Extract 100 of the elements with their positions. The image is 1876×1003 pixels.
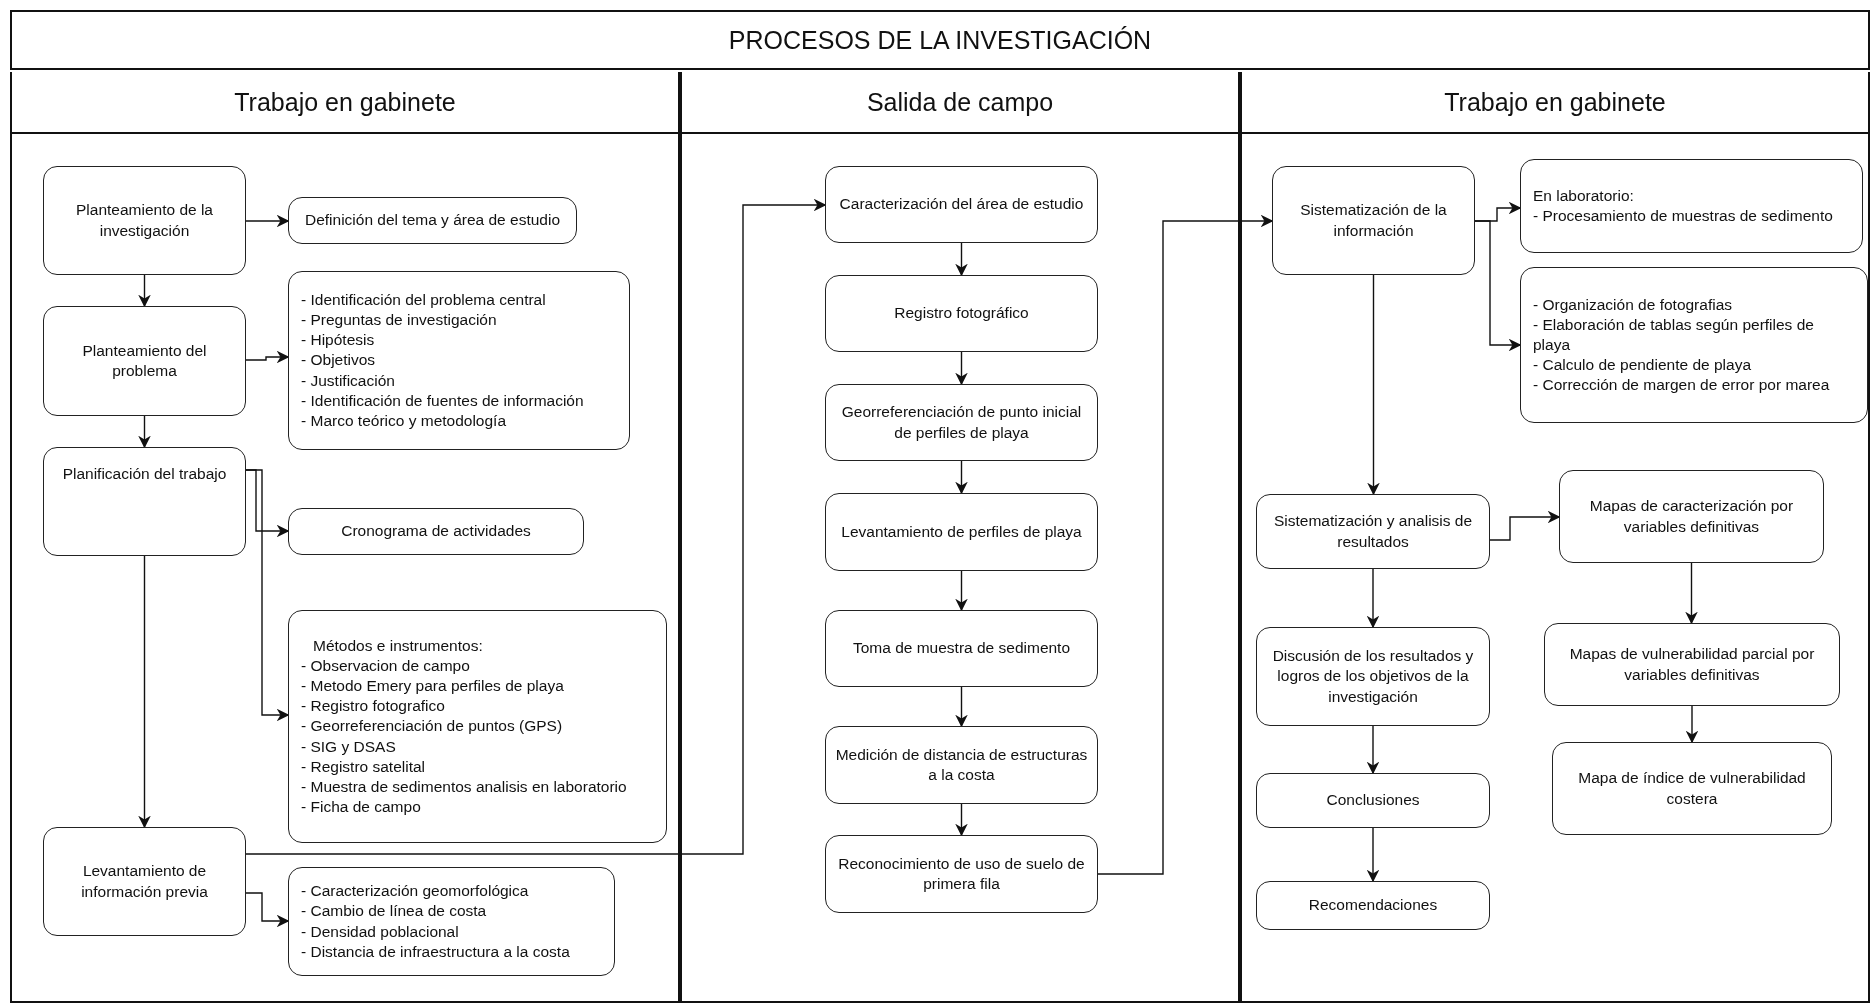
arrow <box>1489 510 1561 541</box>
list-item: - Elaboración de tablas según perfiles de playa <box>1533 314 1815 355</box>
list-item: - Caracterización geomorfológica <box>301 881 529 902</box>
diagram-title: PROCESOS DE LA INVESTIGACIÓN <box>10 10 1870 70</box>
swimlane <box>1240 72 1870 1003</box>
arrow <box>245 892 290 928</box>
process-box <box>1552 742 1832 835</box>
lane-header: Salida de campo <box>682 72 1238 134</box>
step-label: Reconocimiento de uso de suelo de primera fila <box>837 853 1086 894</box>
arrow <box>138 274 151 308</box>
step-label: Mapas de caracterización por variables definitivas <box>1588 496 1795 537</box>
step-label: Conclusiones <box>1326 790 1420 811</box>
step-label: Sistematización de la información <box>1299 200 1448 241</box>
arrow <box>955 460 968 495</box>
arrow <box>1366 725 1380 775</box>
list-item: Métodos e instrumentos: <box>312 635 483 656</box>
list-item: - Organización de fotografias <box>1533 294 1733 315</box>
process-box <box>1544 623 1840 706</box>
arrow <box>245 350 290 364</box>
step-label: Toma de muestra de sedimento <box>852 638 1071 659</box>
swimlane <box>10 72 680 1003</box>
list-item: - Hipótesis <box>301 330 375 351</box>
list-item: - Densidad poblacional <box>301 921 459 942</box>
arrow <box>245 198 827 855</box>
process-box <box>43 306 246 416</box>
list-box <box>1520 267 1868 423</box>
process-box <box>825 384 1098 461</box>
list-box <box>288 867 615 976</box>
arrow <box>1366 827 1380 883</box>
step-label: Planteamiento del problema <box>81 340 208 381</box>
list-item: - Georreferenciación de puntos (GPS) <box>301 716 563 737</box>
step-label: Georreferenciación de punto inicial de perfiles de playa <box>840 402 1083 443</box>
arrow <box>1474 220 1522 352</box>
arrow <box>138 555 151 829</box>
step-label: Cronograma de actividades <box>341 521 531 542</box>
list-item: - Observacion de campo <box>301 656 470 676</box>
lane-header: Trabajo en gabinete <box>12 72 678 134</box>
process-box <box>43 447 246 556</box>
process-box <box>43 166 246 275</box>
list-box <box>288 271 630 450</box>
process-box <box>825 275 1098 352</box>
list-item: - Marco teórico y metodología <box>301 410 507 431</box>
list-item: - Identificación del problema central <box>301 290 546 310</box>
list-item: - Muestra de sedimentos analisis en laboratorio <box>301 776 627 797</box>
step-label: Caracterización del área de estudio <box>839 194 1084 215</box>
list-item: En laboratorio: <box>1533 185 1634 206</box>
step-label: Medición de distancia de estructuras a la costa <box>834 744 1089 785</box>
step-label: Definición del tema y área de estudio <box>304 210 560 231</box>
process-box <box>288 197 577 244</box>
lane-header: Trabajo en gabinete <box>1242 72 1868 134</box>
list-item: - Corrección de margen de error por marea <box>1533 375 1830 396</box>
arrow <box>1685 562 1698 625</box>
list-item: - Justificación <box>301 370 395 391</box>
list-item: - Objetivos <box>301 350 376 371</box>
arrow <box>245 469 290 722</box>
arrow <box>955 351 968 386</box>
list-item: - Metodo Emery para perfiles de playa <box>301 676 564 697</box>
process-box <box>1272 166 1475 275</box>
list-item: - Registro satelital <box>301 756 426 777</box>
list-item: - Cambio de línea de costa <box>301 901 487 922</box>
process-box <box>825 493 1098 571</box>
process-box <box>1256 881 1490 930</box>
list-item: - Registro fotografico <box>301 696 445 717</box>
step-label: Planteamiento de la investigación <box>75 200 214 241</box>
process-box <box>825 835 1098 913</box>
arrow <box>1367 274 1380 496</box>
list-item: - Calculo de pendiente de playa <box>1533 355 1751 376</box>
process-box <box>825 726 1098 804</box>
step-label: Recomendaciones <box>1308 895 1438 916</box>
swimlane <box>680 72 1240 1003</box>
list-item: - Procesamiento de muestras de sedimento <box>1533 206 1833 226</box>
process-box <box>43 827 246 936</box>
process-box <box>1256 494 1490 569</box>
process-box <box>825 166 1098 243</box>
step-label: Mapas de vulnerabilidad parcial por variables definitivas <box>1568 644 1816 685</box>
arrow <box>955 242 968 277</box>
arrow <box>1685 705 1699 744</box>
step-label: Planificación del trabajo <box>62 464 227 484</box>
list-box <box>1520 159 1863 253</box>
process-box <box>1559 470 1824 563</box>
step-label: Levantamiento de información previa <box>80 861 209 902</box>
step-label: Sistematización y analisis de resultados <box>1272 511 1474 552</box>
arrow <box>955 803 968 837</box>
process-box <box>288 508 584 555</box>
step-label: Discusión de los resultados y logros de los objetivos de la investigación <box>1271 646 1475 707</box>
process-box <box>1256 627 1490 726</box>
list-item: - Identificación de fuentes de información <box>301 390 584 411</box>
arrow <box>955 570 968 612</box>
list-item: - Distancia de infraestructura a la costa <box>301 941 570 962</box>
process-box <box>1256 773 1490 828</box>
arrow <box>138 415 151 449</box>
arrow <box>1097 214 1274 875</box>
arrow <box>955 686 968 728</box>
list-box <box>288 610 667 843</box>
step-label: Levantamiento de perfiles de playa <box>841 521 1082 542</box>
step-label: Mapa de índice de vulnerabilidad costera <box>1577 768 1807 809</box>
list-item: - SIG y DSAS <box>301 736 396 757</box>
list-item: - Preguntas de investigación <box>301 310 497 331</box>
step-label: Registro fotográfico <box>894 303 1029 324</box>
process-box <box>825 610 1098 687</box>
